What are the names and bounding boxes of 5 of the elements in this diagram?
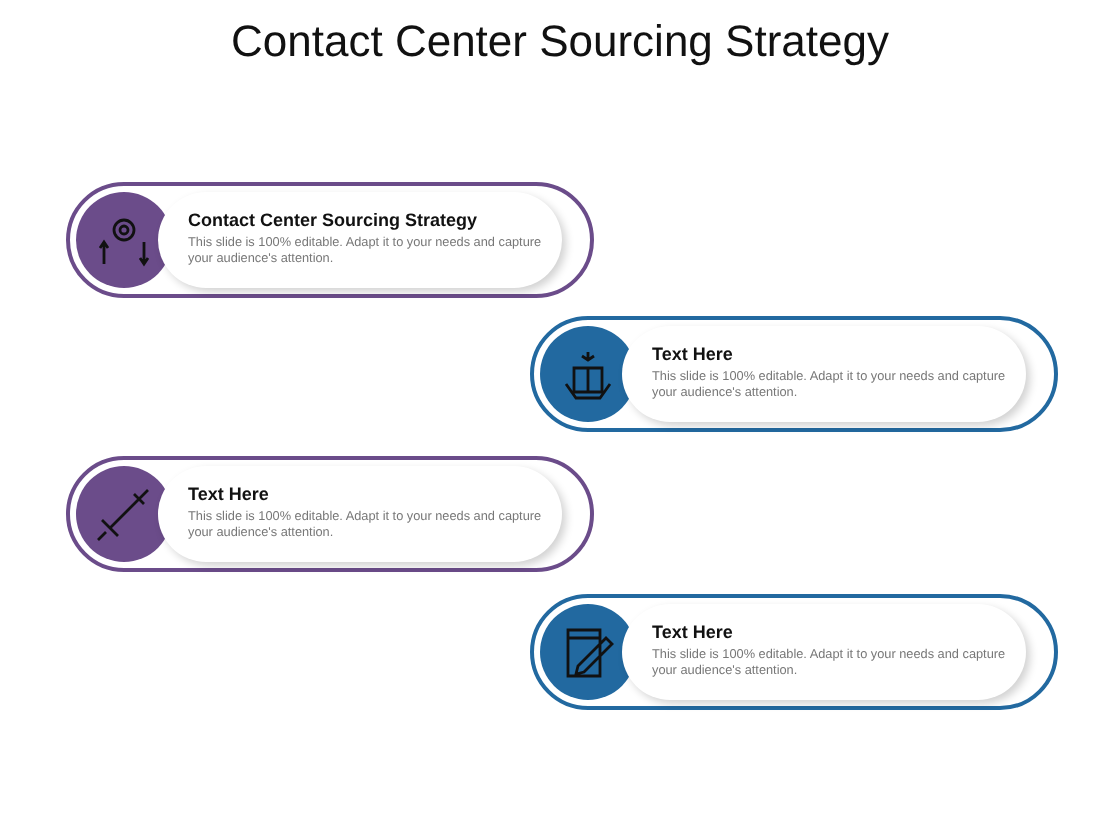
card-heading: Text Here — [652, 344, 735, 364]
card-heading: Text Here — [652, 622, 735, 642]
slide-title: Contact Center Sourcing Strategy — [229, 16, 891, 68]
card-heading: Text Here — [188, 484, 271, 504]
card-heading: Contact Center Sourcing Strategy — [188, 210, 480, 230]
